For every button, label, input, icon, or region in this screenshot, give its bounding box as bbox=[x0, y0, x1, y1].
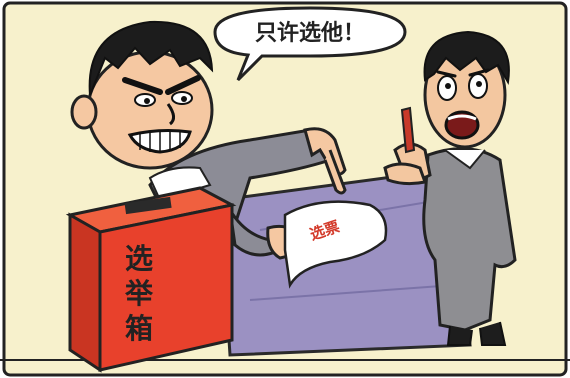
ballot-box-label-3: 箱 bbox=[125, 312, 153, 345]
right-man-shoes bbox=[446, 321, 507, 346]
left-man-collar bbox=[148, 166, 212, 202]
left-man-nose bbox=[166, 103, 175, 126]
right-man-suit bbox=[422, 147, 517, 332]
right-man-brows bbox=[436, 68, 490, 78]
right-man-pen bbox=[400, 106, 416, 154]
right-man-pupil-left bbox=[445, 83, 451, 89]
left-man-angry-brows bbox=[122, 75, 201, 95]
right-man-pupil-right bbox=[476, 81, 482, 87]
right-man-teeth bbox=[447, 114, 477, 121]
left-man-ear bbox=[70, 94, 98, 130]
right-man-collar bbox=[444, 149, 486, 170]
left-man-hair bbox=[88, 20, 214, 96]
left-man-pointing-finger bbox=[323, 149, 347, 195]
left-man-pupil-right bbox=[181, 96, 187, 102]
ballot-box-slot bbox=[124, 196, 172, 215]
ballot-box-label-2: 举 bbox=[124, 277, 154, 310]
right-man-hand-lower bbox=[383, 162, 427, 186]
ballot-box-label-1: 选 bbox=[125, 242, 153, 275]
ballot-box-front bbox=[98, 203, 234, 372]
left-man-teeth bbox=[139, 130, 181, 152]
speech-bubble bbox=[213, 6, 407, 82]
ballot-box-side bbox=[68, 212, 102, 373]
speech-bubble-text: 只许选他！ bbox=[255, 20, 365, 46]
left-man-pupil-left bbox=[144, 98, 150, 104]
ballot-paper bbox=[283, 200, 388, 289]
